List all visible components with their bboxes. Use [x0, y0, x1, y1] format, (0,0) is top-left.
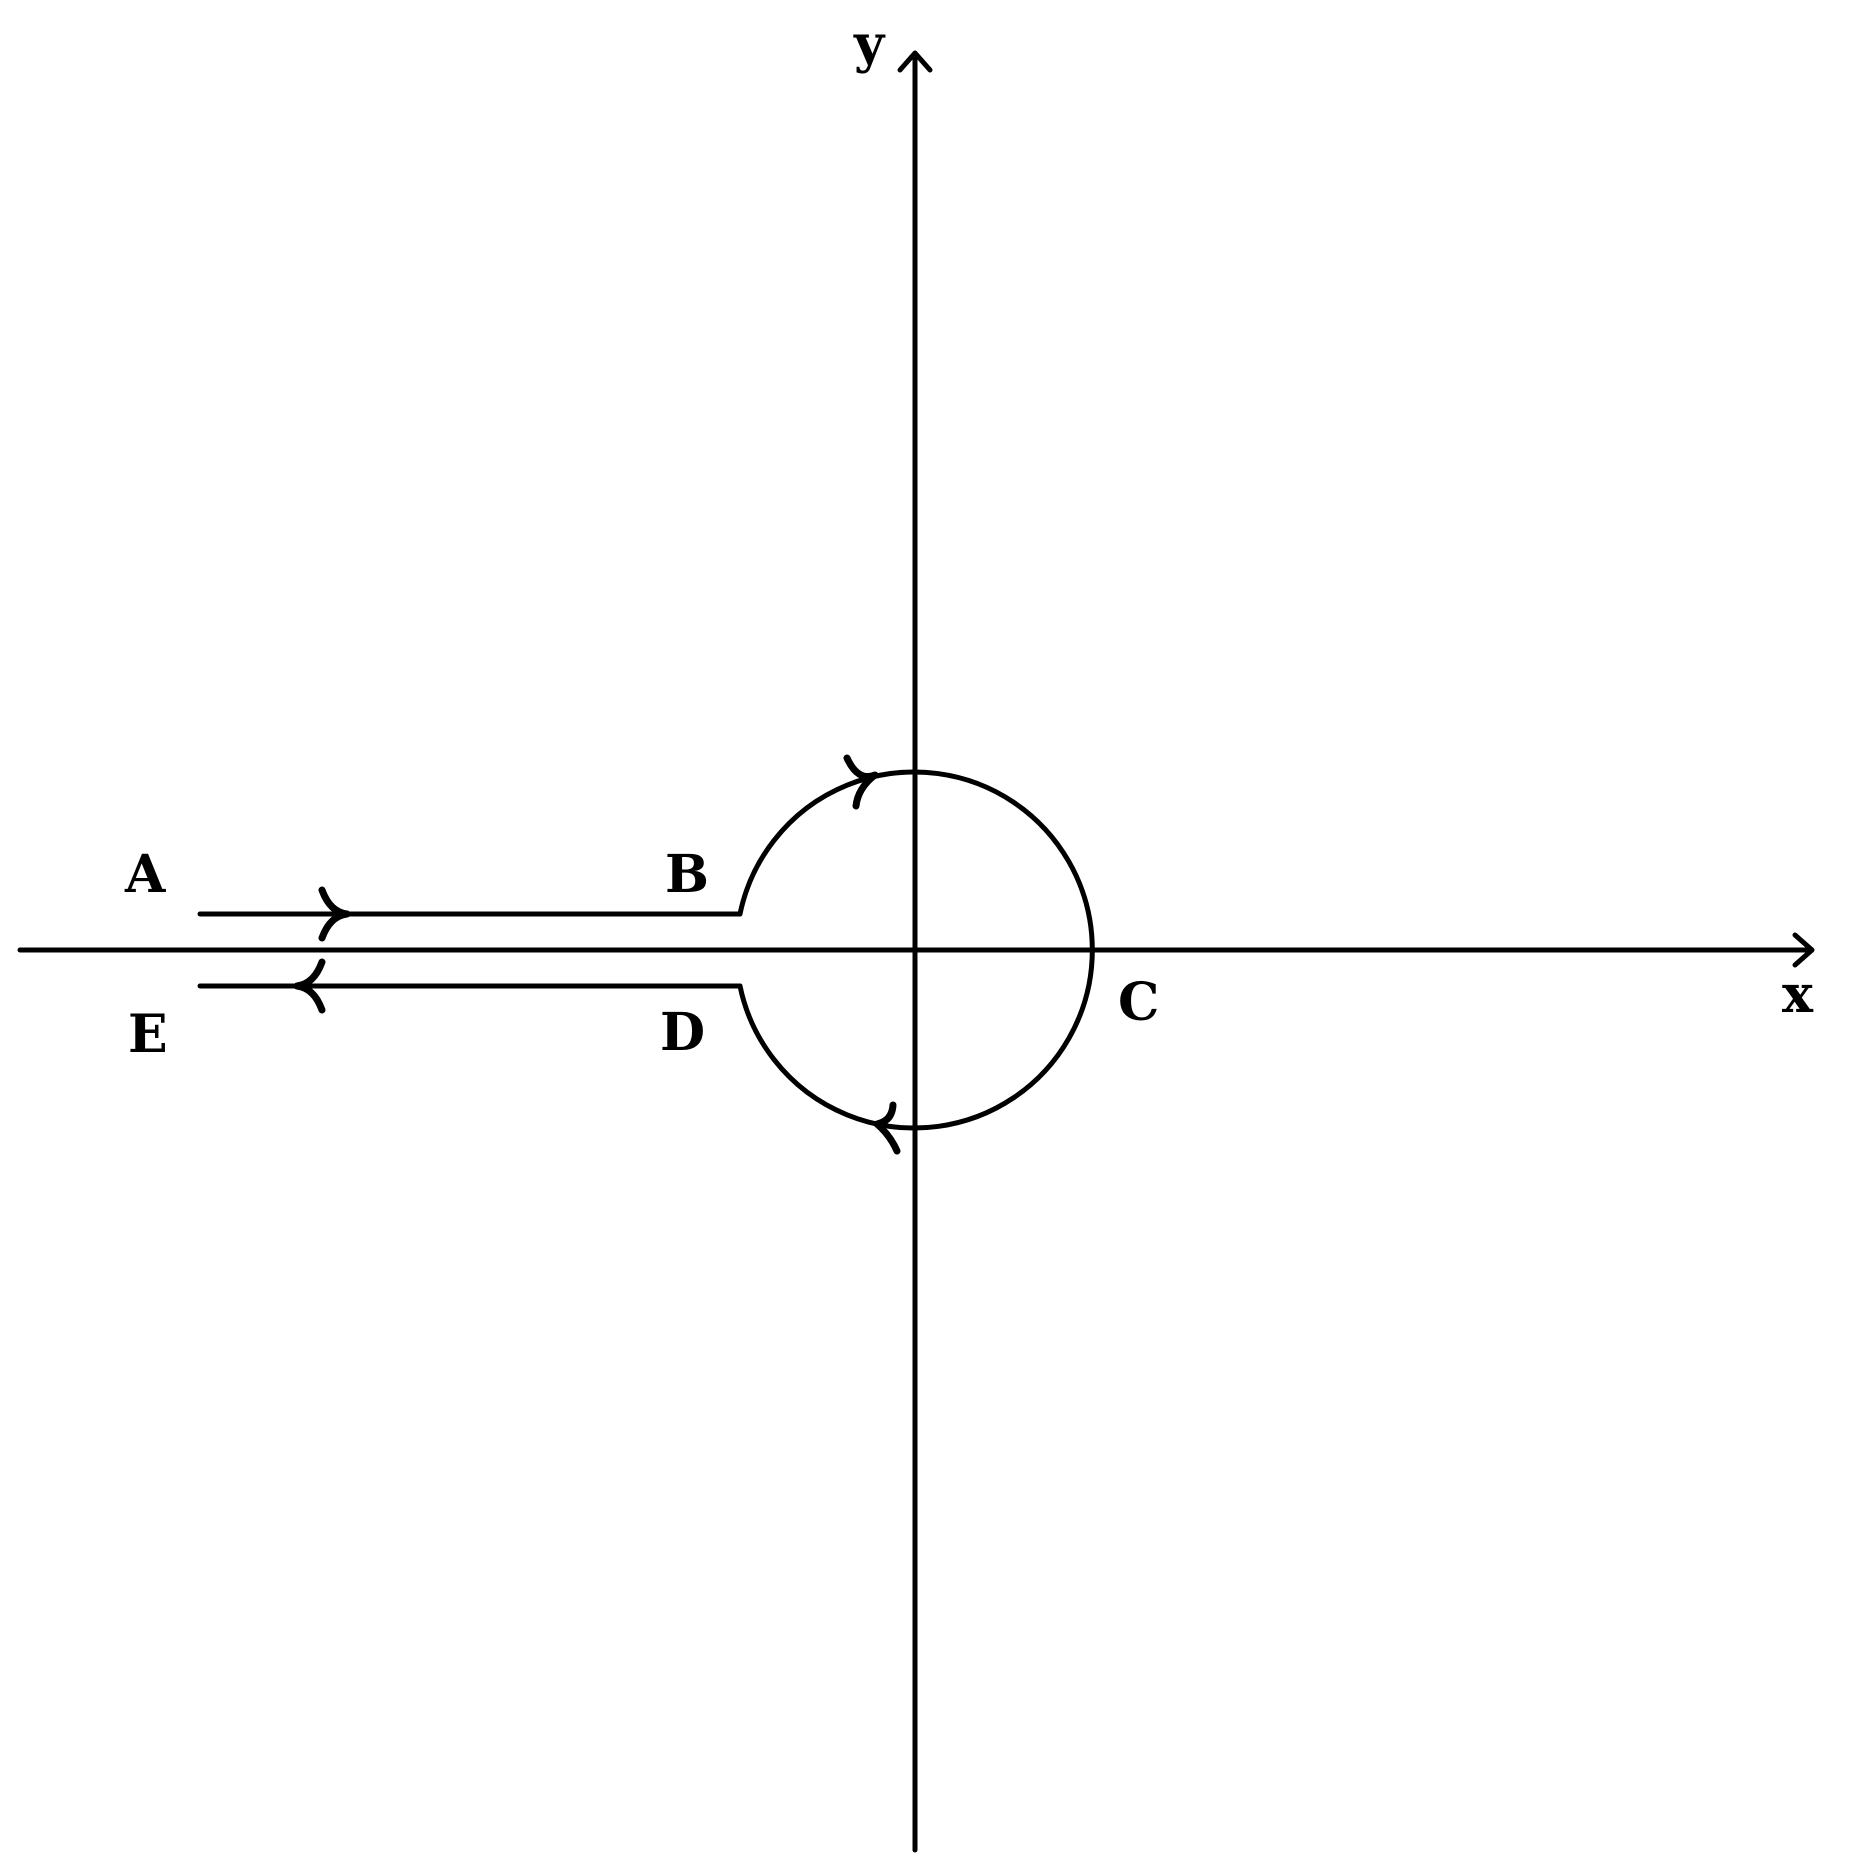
arrow-lower-arc-icon — [873, 1101, 901, 1155]
point-label-e: E — [128, 1004, 168, 1065]
point-label-a: A — [124, 844, 166, 905]
point-label-c: C — [1118, 972, 1159, 1033]
arrow-right-icon — [318, 886, 351, 942]
y-axis-arrowhead — [897, 50, 933, 73]
point-label-d: D — [660, 1002, 705, 1063]
contour-circle-arc — [737, 769, 1095, 1131]
arrow-left-icon — [293, 958, 326, 1014]
point-label-b: B — [665, 844, 709, 905]
arrow-upper-arc-icon — [843, 754, 879, 810]
x-axis-arrowhead — [1792, 932, 1815, 968]
x-axis-label: x — [1782, 964, 1814, 1025]
y-axis-label: y — [853, 14, 886, 75]
